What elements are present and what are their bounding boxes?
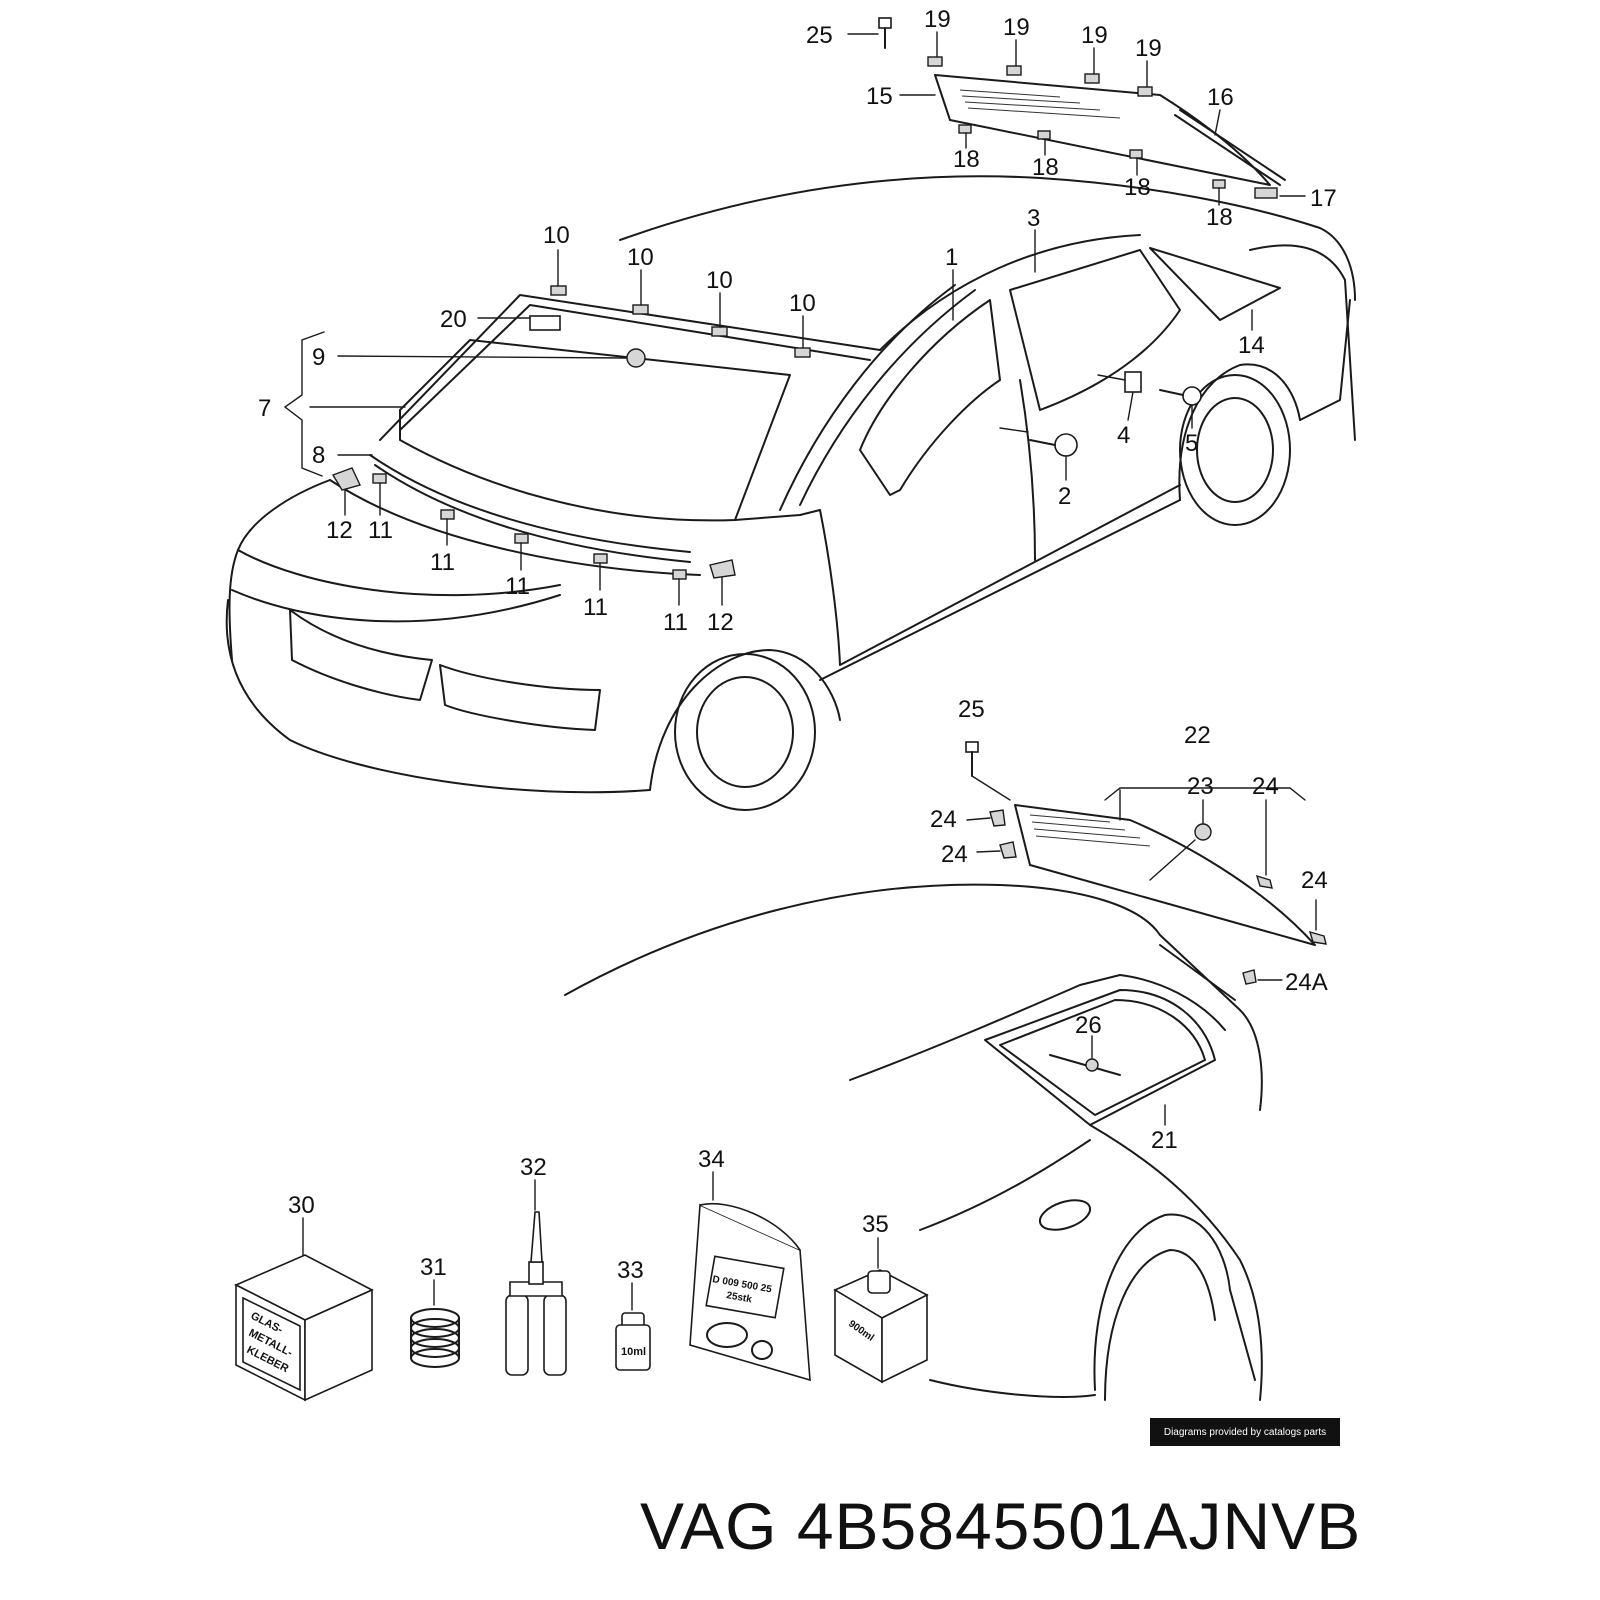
callout-19-d: 19 [1135,35,1162,62]
callout-10-b: 10 [627,244,654,271]
cleaner-can-35: 900ml [833,1269,929,1384]
callout-22: 22 [1184,722,1211,749]
callout-26: 26 [1075,1012,1102,1039]
callout-24-a: 24 [1252,773,1279,800]
callout-32: 32 [520,1154,547,1181]
rear-window-glass-22 [1014,804,1316,946]
clip-parts [331,17,1327,1076]
callout-21: 21 [1151,1127,1178,1154]
callout-12-b: 12 [707,609,734,636]
callout-17: 17 [1310,185,1337,212]
callout-9: 9 [312,344,325,371]
sedan-body-outline [225,175,1356,811]
callout-33: 33 [617,1257,644,1284]
callout-11-c: 11 [505,573,530,600]
leader-lines [283,31,1317,1311]
callout-11-b: 11 [430,549,455,576]
adhesive-box-30: GLAS- METALL- KLEBER [234,1254,374,1402]
callout-10-d: 10 [789,290,816,317]
callout-35: 35 [862,1211,889,1238]
callout-23: 23 [1187,773,1214,800]
bottle-label: 10ml [621,1346,646,1358]
callout-20: 20 [440,306,467,333]
callout-4: 4 [1117,422,1130,449]
callout-11-e: 11 [663,609,688,636]
callout-10-c: 10 [706,267,733,294]
callout-8: 8 [312,442,325,469]
callout-15: 15 [866,83,893,110]
clip-bag-34: D 009 500 25 25stk [689,1203,811,1382]
credit-badge: Diagrams provided by catalogs parts [1150,1418,1340,1446]
callout-12-a: 12 [326,517,353,544]
callout-7: 7 [258,395,271,422]
callout-24-c: 24 [941,841,968,868]
callout-2: 2 [1058,483,1071,510]
callout-34: 34 [698,1146,725,1173]
callout-19-c: 19 [1081,22,1108,49]
callout-18-a: 18 [953,146,980,173]
bag-label-line2: 25stk [725,1290,753,1305]
rear-body-outline [564,883,1263,1401]
callout-11-d: 11 [583,594,608,621]
callout-16: 16 [1207,84,1234,111]
callout-14: 14 [1238,332,1265,359]
callout-5: 5 [1185,430,1198,457]
callout-25-bottom: 25 [958,696,985,723]
callout-24-d: 24 [1301,867,1328,894]
callout-11-a: 11 [368,517,393,544]
callout-18-c: 18 [1124,174,1151,201]
callout-31: 31 [420,1254,447,1281]
dual-cartridge-32 [505,1211,567,1376]
callout-30: 30 [288,1192,315,1219]
callout-19-b: 19 [1003,14,1030,41]
part-number-caption: VAG 4B5845501AJNVB [640,1489,1362,1563]
seal-strip-16 [1174,109,1286,186]
callout-18-d: 18 [1206,204,1233,231]
callout-1: 1 [945,244,958,271]
callout-3: 3 [1027,205,1040,232]
callout-24A: 24A [1285,969,1328,996]
callout-24-b: 24 [930,806,957,833]
callout-18-b: 18 [1032,154,1059,181]
primer-bottle-33: 10ml [615,1312,651,1371]
callout-10-a: 10 [543,222,570,249]
callout-numbers: 25 19 19 19 19 15 16 17 18 18 18 18 10 1… [258,6,1337,1284]
callout-19-a: 19 [924,6,951,33]
sealing-cord-coil-31 [410,1308,460,1368]
callout-25-top: 25 [806,22,833,49]
